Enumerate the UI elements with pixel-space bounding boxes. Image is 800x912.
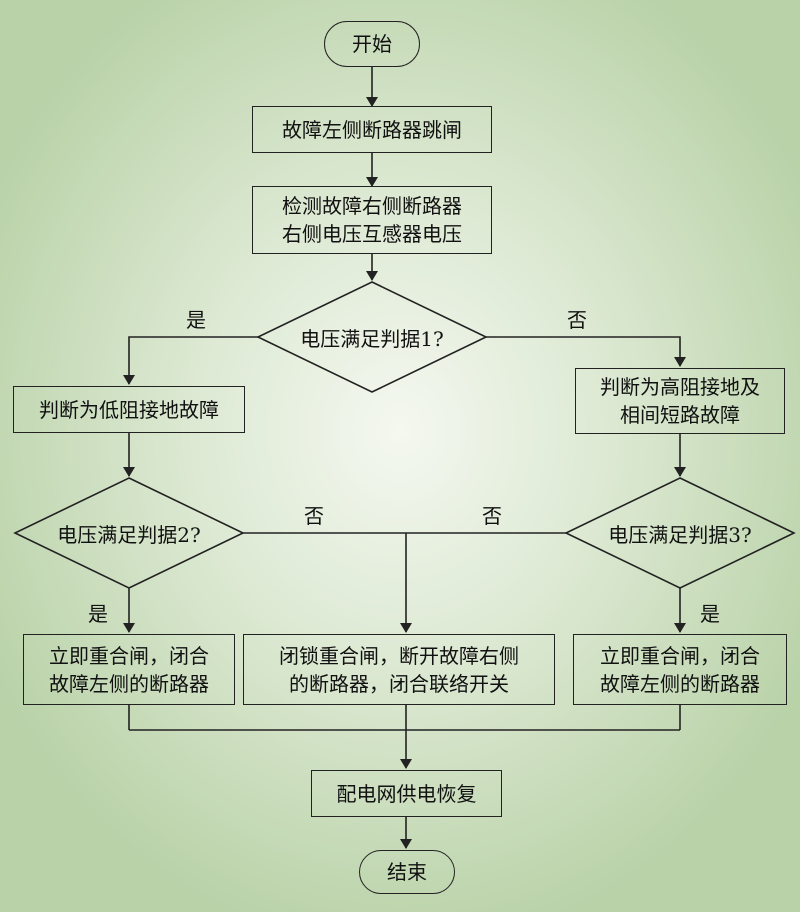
left-reclose-line-2: 故障左侧的断路器 xyxy=(49,671,209,696)
detect-voltage-line-1: 检测故障右侧断路器 xyxy=(282,194,462,218)
decision-2-label: 电压满足判据2? xyxy=(57,522,201,547)
low-impedance-fault-label: 判断为低阻接地故障 xyxy=(39,397,219,422)
result-low-impedance-fault: 判断为低阻接地故障 xyxy=(13,386,245,433)
decision-3-no-label: 否 xyxy=(482,504,502,528)
decision-3-yes-label: 是 xyxy=(700,602,720,626)
action-left-reclose: 立即重合闸，闭合 故障左侧的断路器 xyxy=(23,634,235,705)
center-lockout-line-1: 闭锁重合闸，断开故障右侧 xyxy=(279,643,519,668)
process-breaker-trip: 故障左侧断路器跳闸 xyxy=(252,106,492,153)
breaker-trip-label: 故障左侧断路器跳闸 xyxy=(282,117,462,142)
decision-3-label: 电压满足判据3? xyxy=(608,522,752,547)
high-impedance-fault-line-2: 相间短路故障 xyxy=(620,403,740,427)
decision-1-shape xyxy=(256,281,488,393)
action-center-lockout: 闭锁重合闸，断开故障右侧 的断路器，闭合联络开关 xyxy=(243,634,555,705)
right-reclose-line-2: 故障左侧的断路器 xyxy=(600,671,760,696)
start-terminal: 开始 xyxy=(324,21,420,67)
decision-1-yes-label: 是 xyxy=(186,308,206,332)
decision-2: 电压满足判据2? xyxy=(15,518,243,548)
process-power-restore: 配电网供电恢复 xyxy=(311,770,502,817)
result-high-impedance-fault: 判断为高阻接地及 相间短路故障 xyxy=(575,368,785,434)
decision-3: 电压满足判据3? xyxy=(566,518,794,548)
process-detect-voltage: 检测故障右侧断路器 右侧电压互感器电压 xyxy=(252,186,492,254)
right-reclose-line-1: 立即重合闸，闭合 xyxy=(600,643,760,668)
decision-1-label: 电压满足判据1? xyxy=(300,326,444,351)
left-reclose-line-1: 立即重合闸，闭合 xyxy=(49,643,209,668)
decision-2-yes-label: 是 xyxy=(88,602,108,626)
center-lockout-line-2: 的断路器，闭合联络开关 xyxy=(289,671,509,696)
decision-1: 电压满足判据1? xyxy=(258,322,486,352)
action-right-reclose: 立即重合闸，闭合 故障左侧的断路器 xyxy=(573,634,787,705)
power-restore-label: 配电网供电恢复 xyxy=(336,781,477,806)
high-impedance-fault-line-1: 判断为高阻接地及 xyxy=(600,375,760,399)
detect-voltage-line-2: 右侧电压互感器电压 xyxy=(282,222,462,246)
end-label: 结束 xyxy=(387,860,427,884)
decision-1-no-label: 否 xyxy=(567,308,587,332)
decision-2-no-label: 否 xyxy=(304,504,324,528)
start-label: 开始 xyxy=(352,32,392,56)
end-terminal: 结束 xyxy=(359,850,455,894)
